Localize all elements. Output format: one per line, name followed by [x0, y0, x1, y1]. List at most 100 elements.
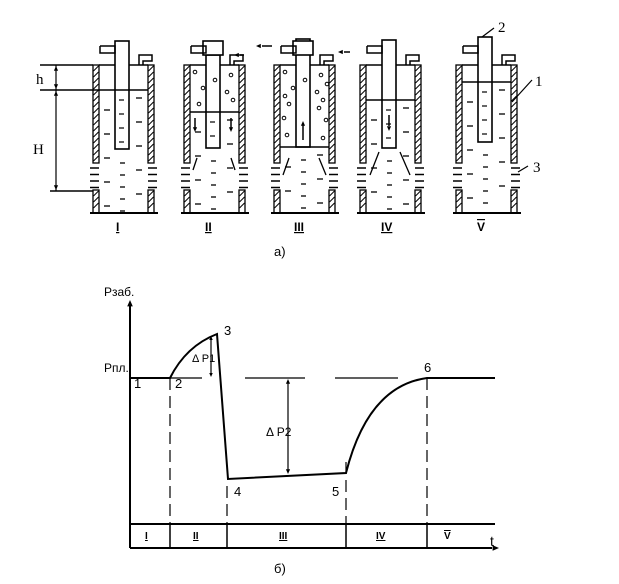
figure-b-caption: б) — [274, 561, 286, 576]
hatch-line — [511, 89, 517, 96]
point-2-label: 2 — [175, 376, 182, 391]
tubing-head — [202, 40, 224, 56]
gas-bubble — [224, 89, 230, 95]
tubing-pipe — [205, 54, 221, 149]
flow-arrow — [192, 157, 198, 171]
hatch-line — [93, 77, 99, 84]
hatch-line — [415, 137, 421, 144]
hatch-line — [360, 196, 366, 203]
band-stage-I: I — [145, 531, 148, 542]
hatch-line — [93, 95, 99, 102]
x-axis-arrow-icon — [492, 545, 499, 551]
point-5-label: 5 — [332, 484, 339, 499]
hatch-line — [415, 89, 421, 96]
hatch-line — [415, 71, 421, 78]
arrowhead-icon — [228, 127, 234, 132]
gas-bubble — [196, 101, 202, 107]
wall-hatching — [328, 189, 336, 214]
hatch-line — [360, 131, 366, 138]
callout-2-label: 2 — [498, 20, 506, 36]
hatch-line — [274, 95, 280, 102]
hatch-line — [274, 71, 280, 78]
hatch-line — [456, 107, 462, 114]
hatch-line — [329, 155, 335, 162]
hatch-line — [415, 119, 421, 126]
hatch-line — [511, 196, 517, 203]
hatch-line — [456, 131, 462, 138]
hatch-line — [511, 107, 517, 114]
hatch-line — [274, 107, 280, 114]
hatch-line — [274, 101, 280, 108]
point-3-label: 3 — [224, 323, 231, 338]
band-stage-II: II — [193, 531, 199, 542]
hatch-line — [93, 65, 99, 72]
arrowhead-icon — [192, 127, 198, 132]
hatch-line — [329, 149, 335, 156]
tubing-pipe — [114, 40, 130, 150]
hatch-line — [329, 77, 335, 84]
hatch-line — [415, 196, 421, 203]
gas-bubble — [281, 115, 287, 121]
delta-p2-label: Δ P2 — [266, 425, 292, 439]
hatch-line — [456, 77, 462, 84]
arrowhead-icon — [285, 469, 291, 474]
callout-3-leader — [517, 165, 529, 173]
point-4-label: 4 — [234, 484, 241, 499]
hatch-line — [93, 125, 99, 132]
hatch-line — [184, 65, 190, 72]
hatch-line — [93, 155, 99, 162]
hatch-line — [184, 202, 190, 209]
hatch-line — [93, 137, 99, 144]
hatch-line — [239, 131, 245, 138]
hatch-line — [456, 65, 462, 72]
hatch-line — [511, 125, 517, 132]
figure-b-pressure-graph — [127, 300, 499, 551]
wall-hatching — [510, 189, 518, 214]
callout-3-label: 3 — [533, 160, 541, 176]
stage-label-I: I — [116, 220, 119, 234]
gas-bubble — [228, 72, 234, 78]
hatch-line — [360, 190, 366, 197]
hatch-line — [360, 149, 366, 156]
hatch-line — [184, 143, 190, 150]
hatch-line — [511, 95, 517, 102]
hatch-line — [360, 137, 366, 144]
stage-label-V: V — [477, 220, 485, 234]
hatch-line — [274, 119, 280, 126]
hatch-line — [274, 143, 280, 150]
hatch-line — [274, 65, 280, 72]
gas-bubble — [290, 85, 296, 91]
hatch-line — [148, 101, 154, 108]
arrowhead-icon — [53, 84, 59, 89]
hatch-line — [184, 149, 190, 156]
annulus-outlet-pipe — [138, 54, 153, 65]
hatch-line — [274, 202, 280, 209]
hatch-line — [239, 202, 245, 209]
hatch-line — [148, 202, 154, 209]
stage-label-II: II — [205, 220, 212, 234]
gas-bubble — [230, 97, 236, 103]
annulus-outlet-pipe — [501, 54, 516, 65]
hatch-line — [511, 137, 517, 144]
arrowhead-icon — [209, 336, 213, 340]
flow-arrow — [282, 157, 290, 176]
hatch-line — [415, 131, 421, 138]
hatch-line — [274, 113, 280, 120]
hatch-line — [239, 155, 245, 162]
hatch-line — [93, 131, 99, 138]
hatch-line — [184, 137, 190, 144]
hatch-line — [184, 119, 190, 126]
hatch-line — [511, 77, 517, 84]
hatch-line — [511, 155, 517, 162]
hatch-line — [360, 65, 366, 72]
hatch-line — [184, 89, 190, 96]
dimension-H-label: H — [33, 142, 44, 158]
wall-hatching — [147, 64, 155, 164]
gas-bubble — [302, 77, 308, 83]
hatch-line — [456, 196, 462, 203]
flow-arrow — [399, 151, 411, 176]
hatch-line — [415, 155, 421, 162]
hatch-line — [329, 125, 335, 132]
hatch-line — [415, 149, 421, 156]
